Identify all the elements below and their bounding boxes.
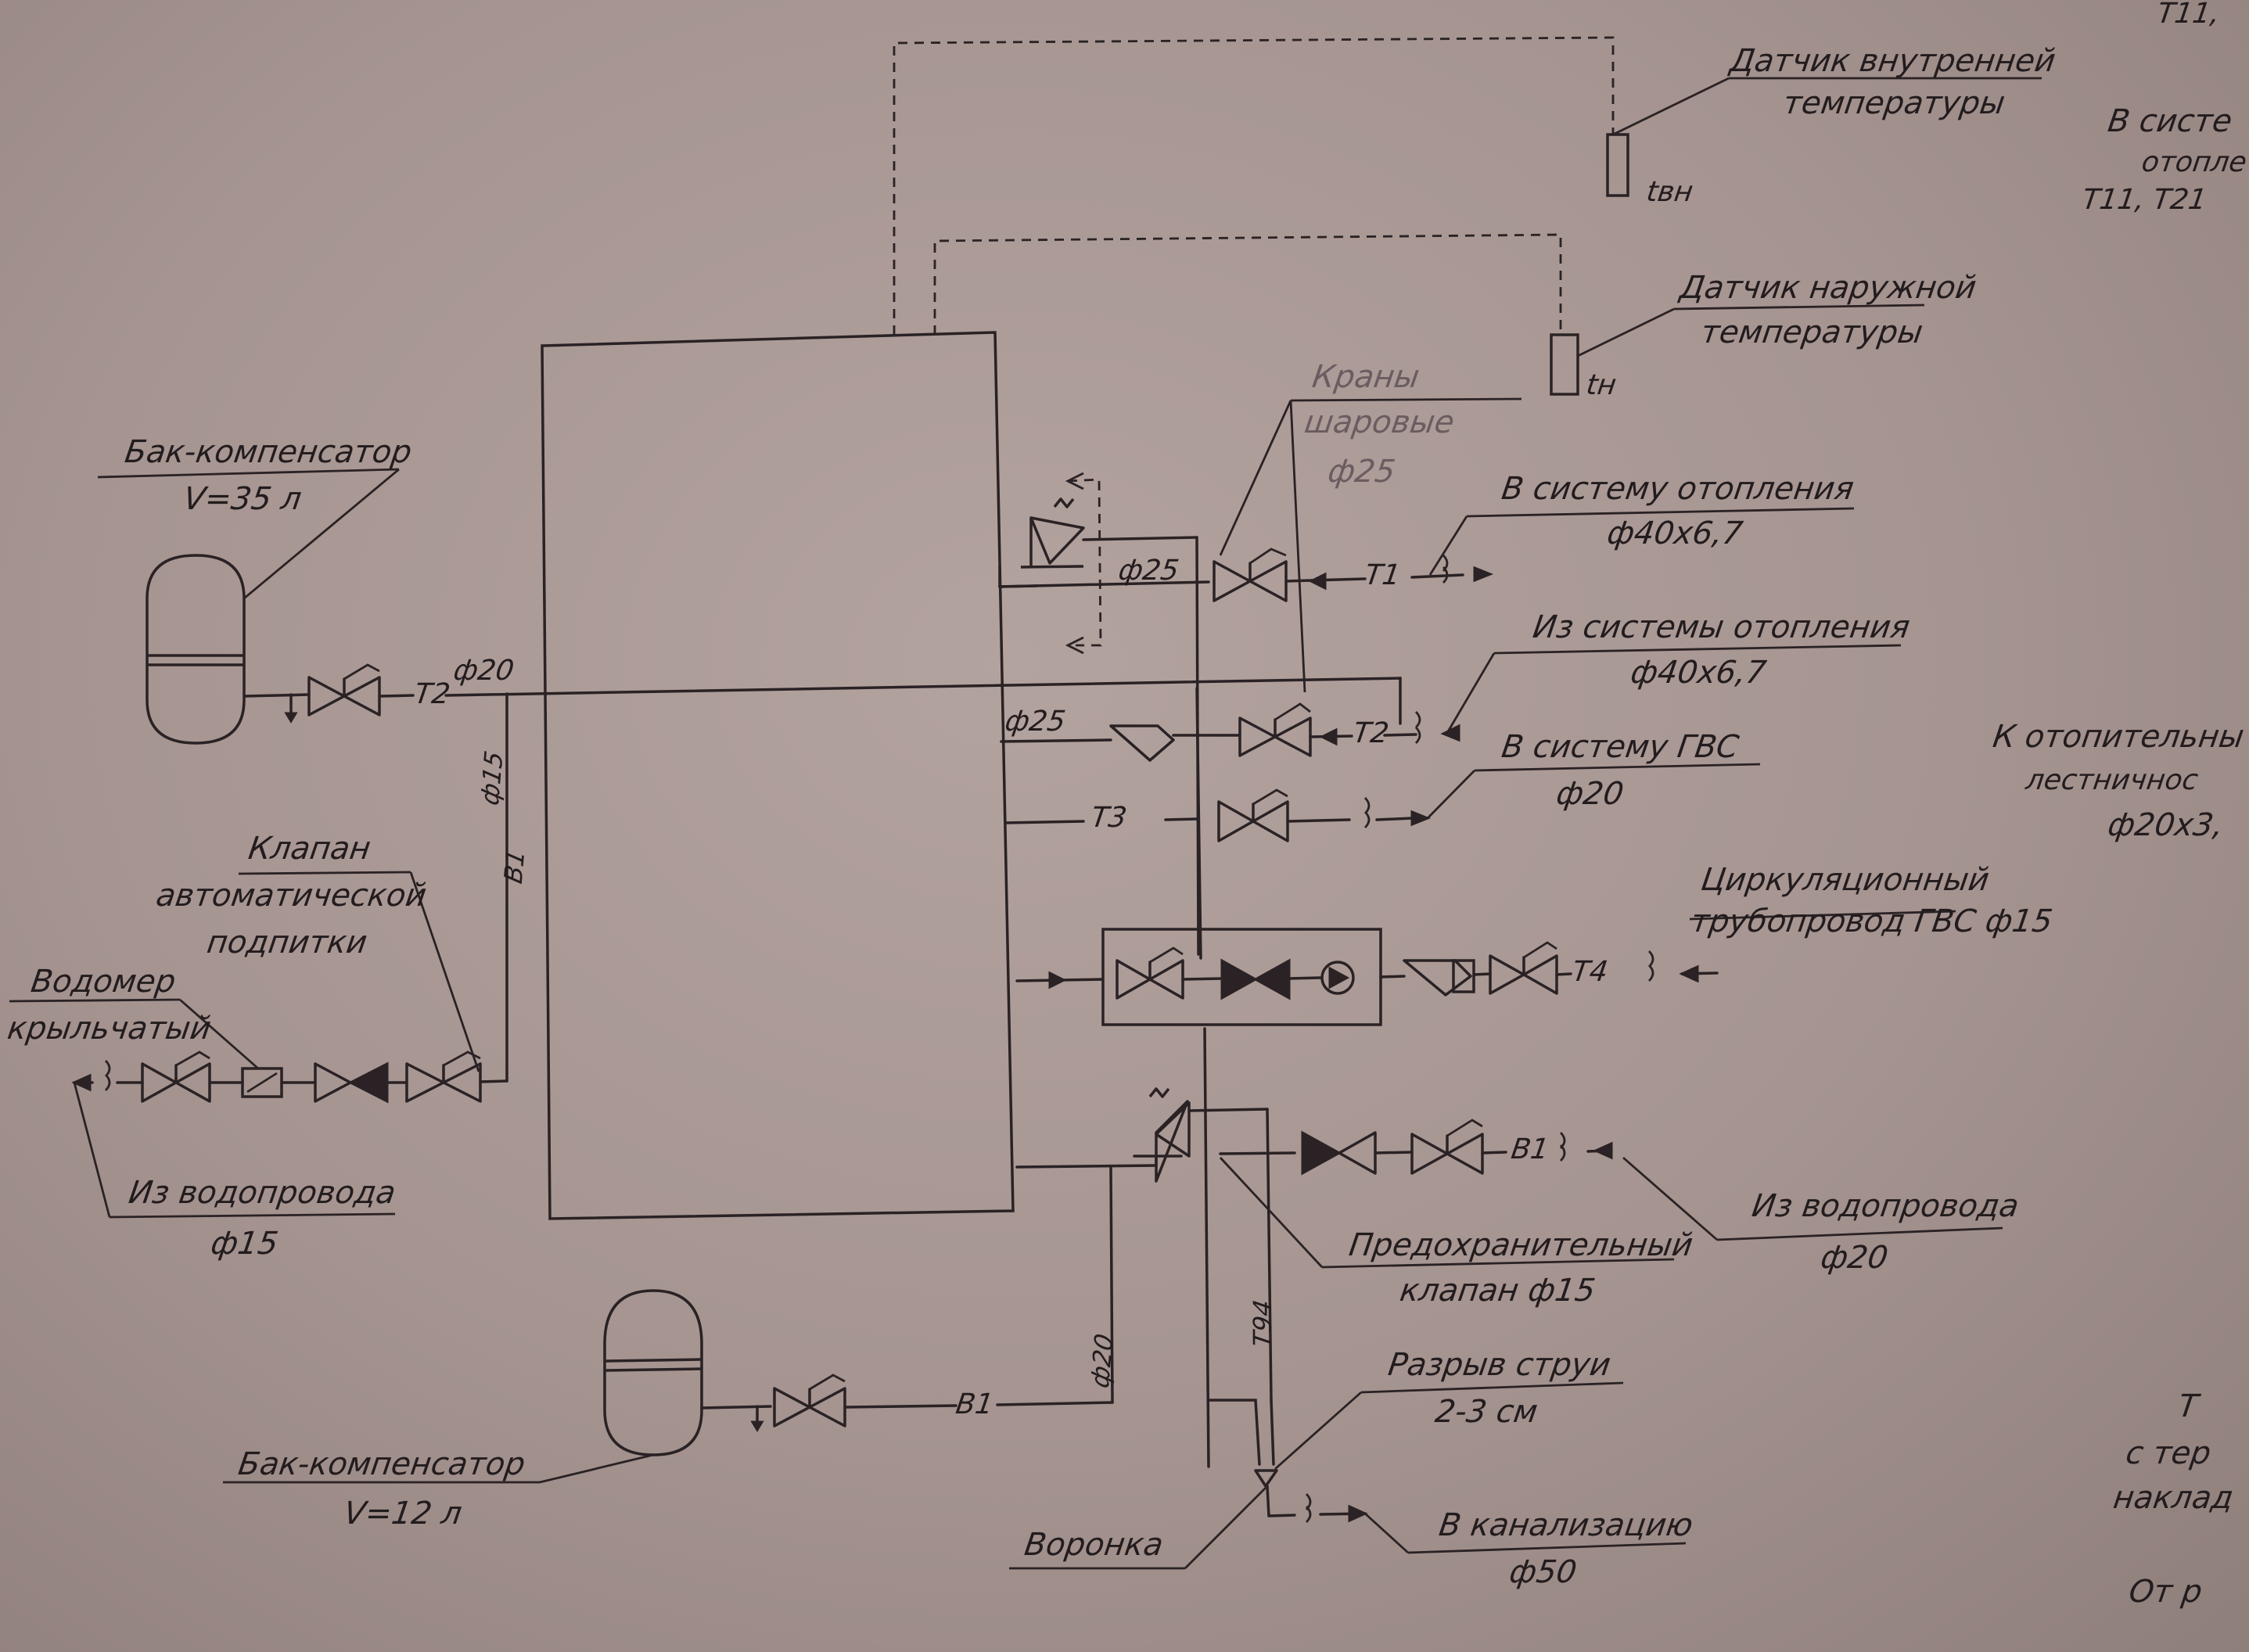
label-outer-sensor-sub: температуры — [1698, 314, 1925, 350]
dim-d15-vertical: ф15 — [475, 748, 509, 808]
label-from-heating: Из системы отопления — [1530, 609, 1913, 645]
pipe-code-B1-bottom: В1 — [954, 1388, 996, 1420]
label-from-water-right-dim: ф20 — [1818, 1240, 1891, 1276]
label-from-heating-dim: ф40х6,7 — [1628, 655, 1769, 691]
label-ball-valves-3: ф25 — [1325, 454, 1398, 490]
label-auto-fill-3: подпитки — [204, 925, 370, 961]
inner-temperature-sensor — [1606, 133, 1629, 197]
pipe-code-B1-vertical: В1 — [498, 846, 531, 886]
pipe-code-T1: Т1 — [1363, 559, 1403, 591]
outer-sensor-cable — [933, 233, 1562, 335]
pipe-code-B1-right: В1 — [1509, 1133, 1551, 1165]
label-auto-fill-2: автоматической — [153, 878, 429, 914]
label-ball-valves-1: Краны — [1310, 359, 1422, 395]
label-t-outer: tн — [1584, 369, 1618, 401]
expansion-tank-35l — [146, 554, 246, 745]
label-to-sewer: В канализацию — [1436, 1507, 1695, 1543]
label-safety-valve: Предохранительный — [1346, 1227, 1695, 1263]
edge-text-7: ф20х3, — [2105, 807, 2226, 843]
schematic-drawing — [9, 36, 2042, 1570]
label-t-inner: tвн — [1644, 176, 1695, 208]
edge-text-6: лестничнос — [2024, 764, 2200, 796]
label-from-water-left: Из водопровода — [126, 1175, 398, 1211]
edge-text-9: с тер — [2123, 1435, 2214, 1471]
edge-text-4: Т11, Т21 — [2080, 184, 2209, 216]
label-circulation-pipe: трубопровод ГВС ф15 — [1688, 903, 2055, 939]
edge-text-3: отопле — [2139, 146, 2249, 178]
label-ball-valves-2: шаровые — [1302, 404, 1457, 440]
edge-text-5: К отопительны — [1990, 719, 2247, 755]
pipe-code-T2-right: Т2 — [1351, 717, 1391, 749]
edge-text-10: наклад — [2111, 1480, 2236, 1516]
label-tank12-title: Бак-компенсатор — [235, 1446, 528, 1482]
label-tank35-volume: V=35 л — [181, 481, 304, 517]
dim-d20-top: ф20 — [451, 655, 516, 687]
label-funnel: Воронка — [1022, 1527, 1166, 1563]
pipe-code-T3: Т3 — [1089, 802, 1129, 834]
pipe-code-T94: Т94 — [1248, 1298, 1277, 1349]
inner-sensor-cable — [893, 36, 1615, 335]
label-inner-sensor-title: Датчик внутренней — [1727, 43, 2058, 79]
label-to-heating: В систему отопления — [1499, 471, 1856, 507]
outer-temperature-sensor — [1550, 333, 1579, 396]
label-water-meter-1: Водомер — [28, 964, 178, 1000]
pipe-code-T2-left: Т2 — [412, 678, 452, 710]
dim-d20-bottom: ф20 — [1085, 1331, 1119, 1391]
label-from-water-left-dim: ф15 — [208, 1226, 281, 1262]
pump-icon — [1320, 961, 1355, 995]
label-inner-sensor-sub: температуры — [1780, 85, 2007, 121]
label-to-dhw: В систему ГВС — [1499, 729, 1741, 765]
label-outer-sensor-title: Датчик наружной — [1677, 270, 1979, 306]
label-to-heating-dim: ф40х6,7 — [1604, 515, 1745, 551]
label-water-meter-2: крыльчатый — [5, 1011, 214, 1047]
heating-schematic-sheet: Датчик внутренней температуры tвн Датчик… — [5, 0, 2249, 1610]
expansion-tank-12l — [603, 1289, 703, 1456]
label-safety-valve-dim: клапан ф15 — [1397, 1273, 1598, 1309]
dim-d25-upper: ф25 — [1116, 555, 1181, 587]
edge-text-2: В систе — [2105, 103, 2235, 139]
edge-text-1: Т11, — [2155, 0, 2222, 30]
label-auto-fill-1: Клапан — [246, 831, 373, 867]
label-from-water-right: Из водопровода — [1749, 1188, 2021, 1224]
label-jet-break-gap: 2-3 см — [1432, 1394, 1540, 1430]
drain-funnel — [1254, 1469, 1278, 1488]
return-pipe-T2 — [444, 677, 1402, 725]
label-to-sewer-dim: ф50 — [1507, 1554, 1579, 1590]
edge-text-11: От р — [2126, 1574, 2205, 1610]
label-tank12-volume: V=12 л — [341, 1496, 465, 1532]
boiler-unit — [541, 331, 1015, 1220]
label-jet-break: Разрыв струи — [1385, 1347, 1613, 1383]
label-circulation: Циркуляционный — [1698, 862, 1992, 898]
dim-d25-mid: ф25 — [1003, 706, 1068, 738]
pipe-code-T4: Т4 — [1570, 956, 1610, 988]
label-to-dhw-dim: ф20 — [1554, 776, 1626, 812]
label-tank35-title: Бак-компенсатор — [122, 434, 415, 470]
